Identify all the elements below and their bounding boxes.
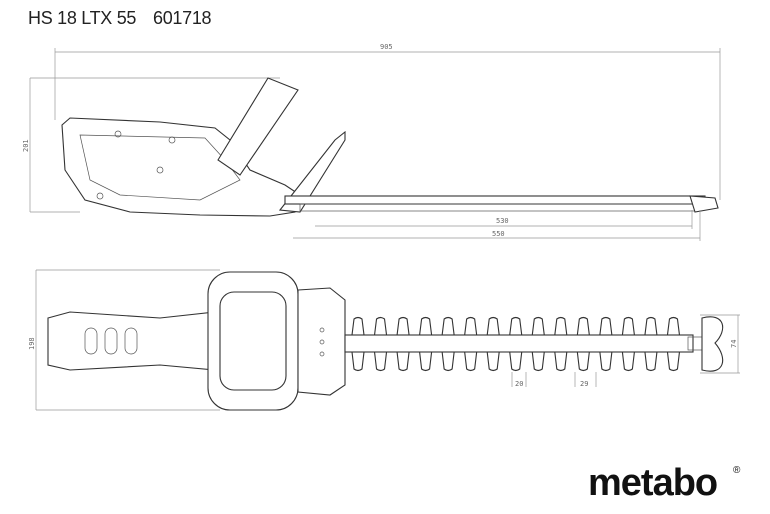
blade-tooth-bottom [373, 351, 388, 372]
blade-tooth-bottom [621, 351, 635, 372]
top-view-hedge-trimmer [47, 271, 724, 411]
blade-tooth-bottom [419, 351, 433, 372]
blade-tooth-bottom [464, 351, 478, 372]
dim-label-530: 530 [496, 217, 509, 225]
dim-label-74: 74 [730, 340, 738, 348]
blade-tooth-top [464, 316, 478, 336]
blade-tooth-top [531, 316, 545, 336]
blade-tooth-top [644, 316, 658, 336]
blade-tooth-top [576, 316, 590, 336]
blade-tooth-top [441, 316, 455, 336]
blade-tooth-top [351, 316, 365, 336]
dimension-530: 530 [315, 210, 693, 229]
dim-label-198: 198 [28, 337, 36, 350]
blade-tooth-bottom [441, 351, 455, 372]
metabo-logo: metabo [588, 462, 718, 504]
blade-tooth-top [621, 316, 635, 336]
blade-tooth-bottom [486, 351, 500, 372]
blade-tooth-top [509, 316, 523, 336]
dim-label-550: 550 [492, 230, 505, 238]
registered-mark: ® [733, 465, 741, 476]
blade-tooth-top [554, 316, 568, 336]
blade-tooth-bottom [531, 351, 545, 372]
blade-tooth-bottom [396, 351, 410, 372]
blade-tooth-top [666, 316, 681, 336]
dimension-20: 20 [511, 372, 527, 388]
part-number: 601718 [153, 8, 212, 28]
blade-tooth-top [373, 316, 388, 336]
dim-label-29: 29 [580, 380, 588, 388]
blade-tooth-bottom [351, 351, 365, 372]
blade-tooth-bottom [576, 351, 590, 372]
dimension-201: 201 [22, 77, 280, 213]
dimension-905: 905 [54, 43, 721, 200]
dim-label-20: 20 [515, 380, 523, 388]
dimension-198: 198 [28, 269, 220, 411]
blade-tooth-top [396, 316, 410, 336]
model-name: HS 18 LTX 55 [28, 8, 137, 28]
dimension-29: 29 [574, 372, 597, 388]
dim-label-905: 905 [380, 43, 393, 51]
blade-tooth-top [486, 316, 500, 336]
blade-tooth-bottom [554, 351, 568, 372]
blade-tooth-top [419, 316, 433, 336]
side-view-hedge-trimmer [61, 77, 719, 217]
blade-tooth-top [599, 316, 613, 336]
dimension-550: 550 [293, 210, 701, 241]
blade-tooth-bottom [599, 351, 613, 372]
dimension-74: 74 [700, 314, 740, 374]
blade-tooth-bottom [666, 351, 681, 372]
blade-tooth-bottom [509, 351, 523, 372]
blade-teeth [351, 316, 681, 372]
dim-label-201: 201 [22, 139, 30, 152]
blade-tooth-bottom [644, 351, 658, 372]
